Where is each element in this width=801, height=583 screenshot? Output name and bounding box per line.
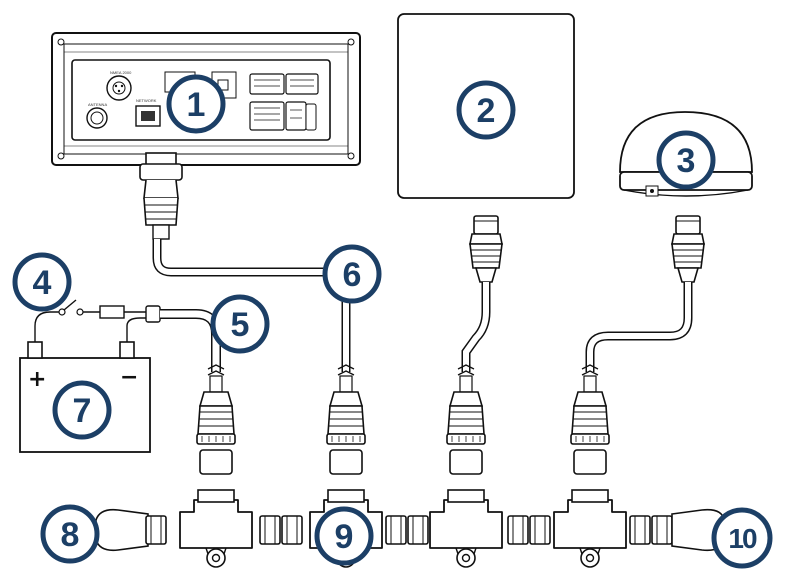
svg-text:5: 5: [231, 306, 250, 344]
svg-text:ANTENNA: ANTENNA: [88, 102, 107, 107]
drop-socket-power: [196, 375, 236, 475]
callout-6: 6: [322, 244, 382, 304]
svg-text:8: 8: [61, 516, 80, 554]
callout-1: 1: [166, 74, 226, 134]
callout-3: 3: [656, 130, 716, 190]
callout-8: 8: [40, 504, 100, 564]
drop-socket-gps: [570, 375, 610, 475]
drop-socket-device-2: [446, 375, 486, 475]
svg-text:9: 9: [335, 518, 354, 556]
battery-negative-label: −: [120, 365, 138, 390]
svg-text:6: 6: [343, 256, 362, 294]
svg-text:NETWORK: NETWORK: [136, 98, 157, 103]
callout-9: 9: [314, 506, 374, 566]
callout-4: 4: [12, 252, 72, 312]
nmea-backbone: [95, 489, 725, 568]
callout-2: 2: [456, 80, 516, 140]
callout-7: 7: [52, 380, 112, 440]
svg-text:4: 4: [33, 264, 52, 302]
battery-positive-label: +: [28, 367, 46, 392]
drop-socket-chartplotter: [326, 375, 366, 475]
svg-text:3: 3: [677, 142, 696, 180]
svg-text:NMEA 2000: NMEA 2000: [110, 70, 132, 75]
nmea-device-box: [397, 13, 575, 372]
callout-5: 5: [210, 294, 270, 354]
svg-text:1: 1: [187, 86, 206, 124]
svg-text:7: 7: [73, 392, 92, 430]
svg-text:2: 2: [477, 92, 496, 130]
svg-text:10: 10: [728, 523, 757, 554]
callout-10: 10: [711, 507, 773, 569]
